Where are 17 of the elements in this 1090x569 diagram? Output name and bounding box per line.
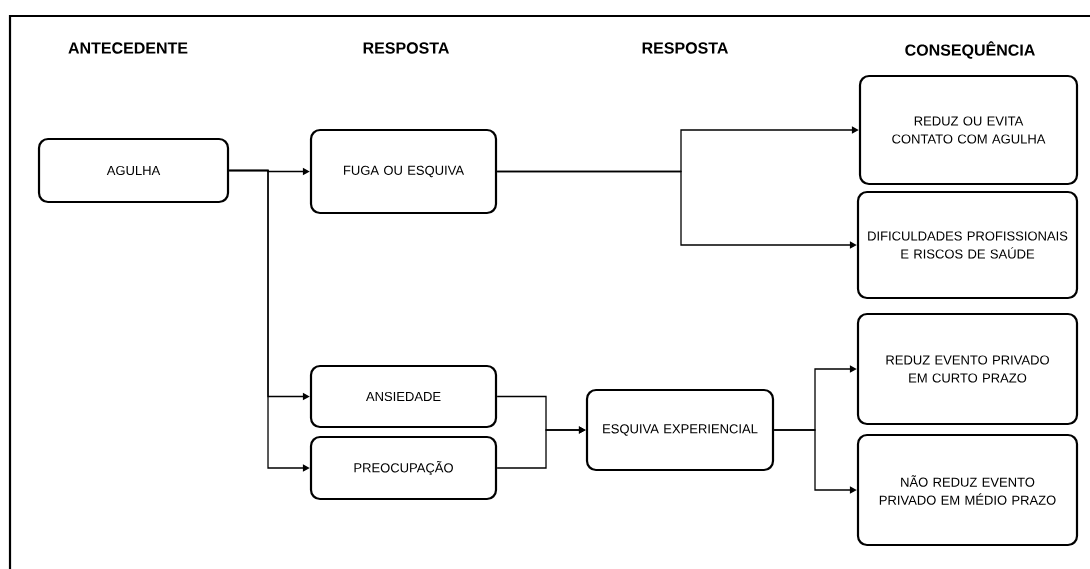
process-box: REDUZ EVENTO PRIVADO EM CURTO PRAZO: [856, 312, 1079, 426]
process-box: AGULHA: [37, 137, 230, 204]
process-box: ANSIEDADE: [309, 364, 498, 429]
process-box: REDUZ OU EVITA CONTATO COM AGULHA: [858, 74, 1079, 186]
process-box: PREOCUPAÇÃO: [309, 435, 498, 501]
arrow: [228, 169, 310, 472]
process-box: FUGA OU ESQUIVA: [309, 128, 498, 215]
column-heading: RESPOSTA: [642, 42, 728, 54]
process-box: ESQUIVA EXPERIENCIAL: [585, 388, 775, 472]
arrow: [496, 426, 586, 469]
arrow: [773, 429, 857, 494]
process-box: NÃO REDUZ EVENTO PRIVADO EM MÉDIO PRAZO: [856, 433, 1079, 547]
arrow: [496, 170, 857, 249]
column-heading: ANTECEDENTE: [68, 42, 188, 54]
column-heading: CONSEQUÊNCIA: [905, 41, 1035, 59]
process-box: DIFICULDADES PROFISSIONAIS E RISCOS DE SAÚDE: [856, 190, 1079, 300]
column-heading: RESPOSTA: [363, 42, 449, 54]
